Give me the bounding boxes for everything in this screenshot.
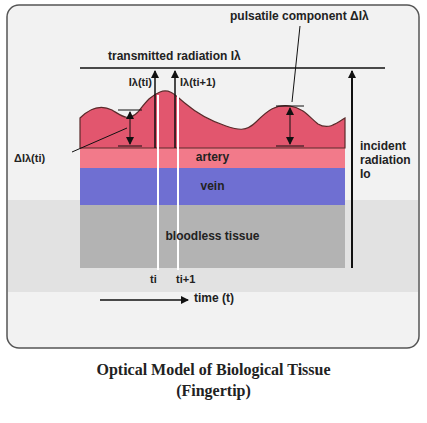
annotation-label: time (t)	[194, 292, 234, 306]
tissue-band: bloodless tissue	[80, 205, 345, 268]
artery-fill	[80, 148, 345, 168]
tissue-band: vein	[80, 168, 345, 205]
leader-line	[292, 26, 300, 102]
time-axis	[100, 299, 188, 301]
bracket	[276, 106, 304, 107]
tissue-fill	[80, 205, 345, 268]
annotation-label: pulsatile component ΔIλ	[230, 10, 369, 24]
bracket	[118, 110, 142, 111]
annotation-label: transmitted radiation Iλ	[108, 50, 241, 64]
tissue-band: artery	[80, 148, 345, 168]
pulsatile-wave	[80, 91, 345, 148]
time-marker	[177, 95, 179, 270]
band-label: artery	[196, 151, 229, 165]
ground-band	[8, 200, 418, 292]
frame	[7, 5, 419, 348]
delta-arrow	[130, 112, 131, 144]
vein-fill	[80, 168, 345, 205]
band-label: bloodless tissue	[165, 230, 259, 244]
transmitted-level	[80, 67, 385, 69]
delta-arrow	[290, 108, 291, 144]
annotation-label: Iλ(ti)	[98, 76, 152, 89]
leader-line	[72, 128, 127, 152]
bracket	[118, 146, 142, 147]
annotation-label: incident radiation Io	[360, 140, 416, 181]
intensity-arrow	[154, 71, 156, 148]
intensity-arrow	[174, 71, 176, 148]
annotation-label: ti	[150, 273, 157, 286]
annotation-label: ti+1	[176, 273, 195, 286]
band-label: vein	[200, 180, 224, 194]
annotation-label: Iλ(ti+1)	[180, 76, 216, 89]
incident-arrow	[351, 71, 353, 268]
figure-caption: Optical Model of Biological Tissue (Fing…	[0, 360, 427, 402]
time-marker	[157, 95, 159, 270]
annotation-label: ΔIλ(ti)	[14, 152, 45, 165]
bracket	[276, 146, 304, 147]
